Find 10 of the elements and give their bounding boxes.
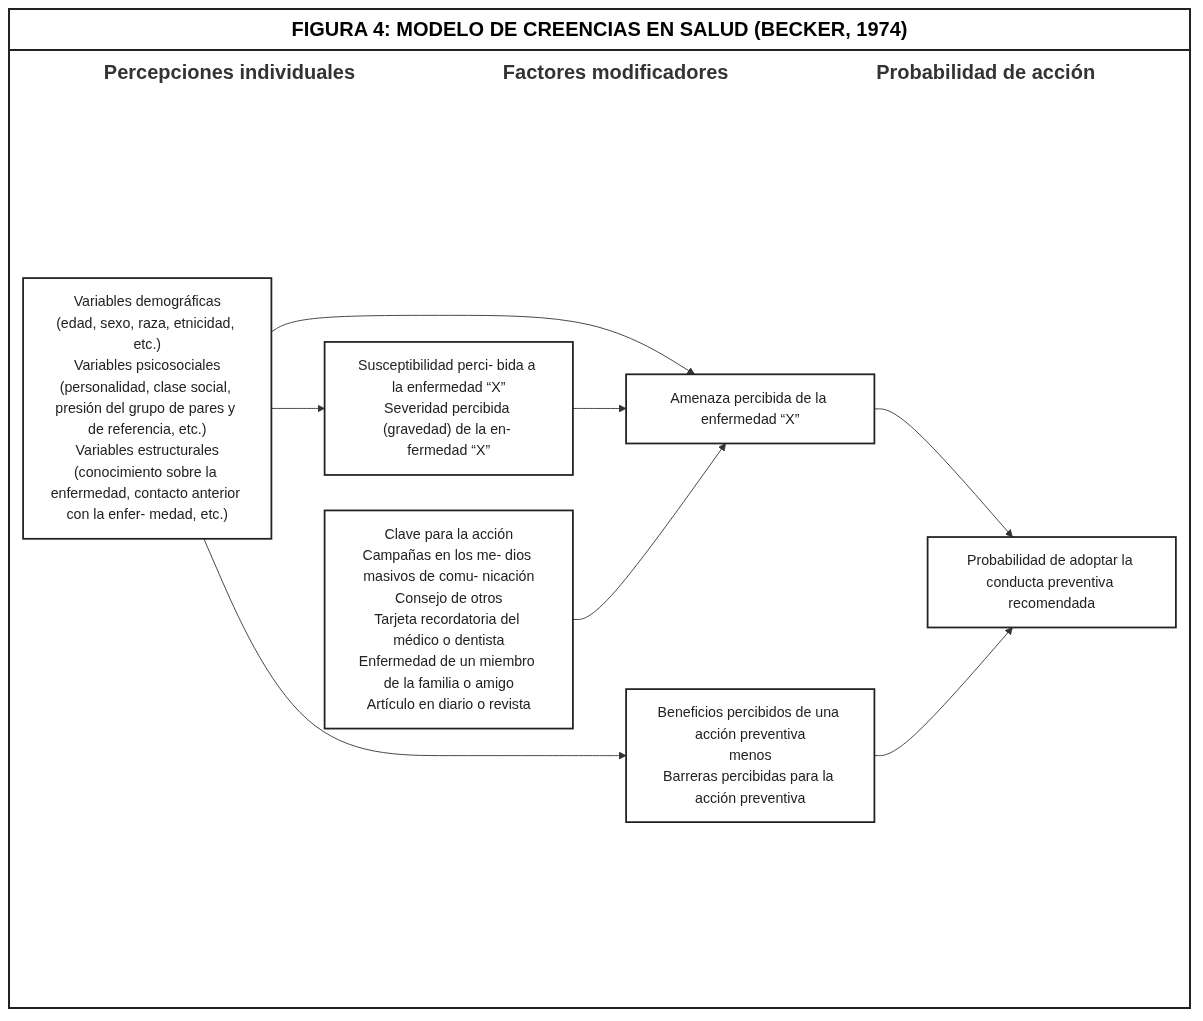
node-box: Amenaza percibida de la enfermedad “X”	[625, 373, 876, 445]
title: FIGURA 4: MODELO DE CREENCIAS EN SALUD (BECKER, 1974)	[10, 10, 1189, 51]
node-box: Beneficios percibidos de una acción preventiva menos Barreras percibidas para la acción preventiva	[625, 688, 876, 824]
node-box: Probabilidad de adoptar la conducta preventiva recomendada	[926, 536, 1177, 629]
node-box: Clave para la acción Campañas en los me- dios masivos de comu- nicación Consejo de otros Tarjeta recordatoria del médico o dentista Enfermedad de un miembro de la familia o amigo Artículo en diario o revista	[323, 509, 574, 730]
column-heading: Probabilidad de acción	[876, 61, 1096, 84]
node-box: Susceptibilidad perci- bida a la enfermedad “X” Severidad percibida (gravedad) de la en- fermedad “X”	[323, 341, 574, 477]
node-box: Variables demográficas (edad, sexo, raza, etnicidad, etc.) Variables psicosociales (personalidad, clase social, presión del grupo de pares y de referencia, etc.) Variables estructurales (conocimiento sobre la enfermedad, contacto anterior con la enfer- medad, etc.)	[22, 277, 273, 541]
column-heading: Factores modificadores	[502, 61, 729, 84]
column-heading: Percepciones individuales	[103, 61, 356, 84]
